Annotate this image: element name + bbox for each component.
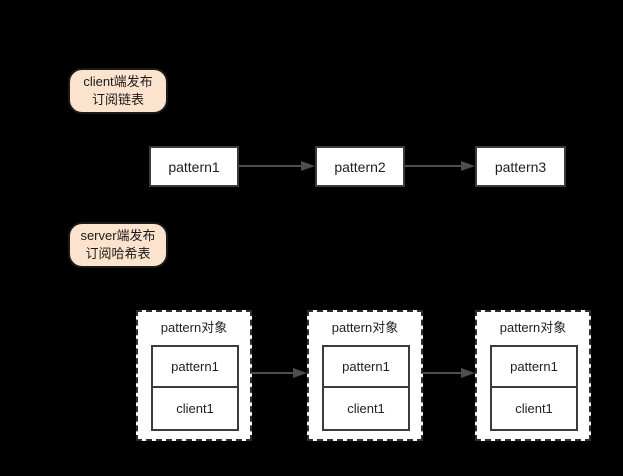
linked-list-node-label: pattern1 xyxy=(168,158,220,175)
arrow-icon-pattern2-to-pattern3 xyxy=(405,161,475,171)
hash-entry-2: pattern对象 pattern1 client1 xyxy=(307,310,423,441)
linked-list-node-pattern2: pattern2 xyxy=(315,146,405,187)
hash-entry-title: pattern对象 xyxy=(499,320,567,335)
hash-entry-title: pattern对象 xyxy=(160,320,228,335)
linked-list-node-pattern1: pattern1 xyxy=(149,146,239,187)
hash-entry-3: pattern对象 pattern1 client1 xyxy=(475,310,591,441)
arrow-icon-pattern1-to-pattern2 xyxy=(239,161,315,171)
hash-entry-field-client: client1 xyxy=(515,401,553,416)
linked-list-node-label: pattern2 xyxy=(334,158,386,175)
hash-entry-field-pattern: pattern1 xyxy=(153,347,237,388)
hash-entry-fields: pattern1 client1 xyxy=(490,345,578,431)
note-server-publish-subscribe-hash: server端发布 订阅哈希表 xyxy=(68,222,168,268)
hash-entry-fields: pattern1 client1 xyxy=(322,345,410,431)
note-server-line-2: 订阅哈希表 xyxy=(85,246,151,261)
arrow-icon-entry1-to-entry2 xyxy=(252,368,307,378)
note-server-line-1: server端发布 xyxy=(80,228,156,243)
hash-entry-field-pattern: pattern1 xyxy=(492,347,576,388)
hash-entry-fields: pattern1 client1 xyxy=(151,345,239,431)
note-client-line-2: 订阅链表 xyxy=(91,92,144,107)
linked-list-node-pattern3: pattern3 xyxy=(475,146,566,187)
hash-entry-1: pattern对象 pattern1 client1 xyxy=(136,310,252,441)
hash-entry-field-pattern: pattern1 xyxy=(324,347,408,388)
note-client-line-1: client端发布 xyxy=(83,74,153,89)
hash-entry-field-client: client1 xyxy=(176,401,214,416)
linked-list-node-label: pattern3 xyxy=(494,158,547,175)
hash-entry-title: pattern对象 xyxy=(331,320,399,335)
note-client-publish-subscribe-list: client端发布 订阅链表 xyxy=(68,68,168,114)
arrow-icon-entry2-to-entry3 xyxy=(423,368,475,378)
hash-entry-field-client: client1 xyxy=(347,401,385,416)
